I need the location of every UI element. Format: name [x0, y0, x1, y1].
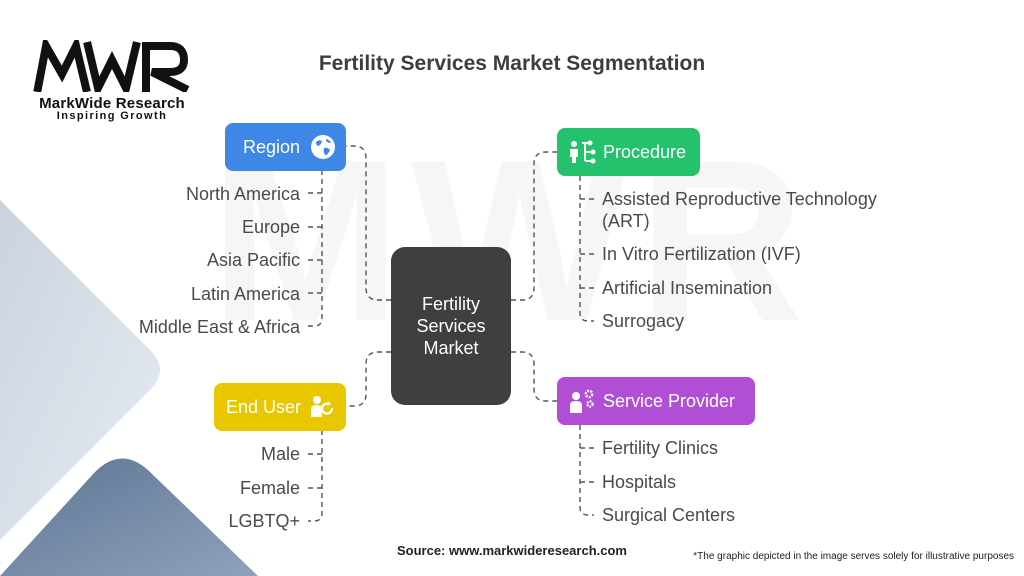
user-refresh-icon	[307, 392, 337, 422]
mwr-logo-mark	[33, 40, 190, 92]
end-user-item: Female	[239, 478, 300, 498]
diagram-title: Fertility Services Market Segmentation	[318, 52, 706, 75]
service-provider-item: Fertility Clinics	[602, 438, 719, 458]
procedure-item: Surrogacy	[602, 311, 685, 331]
service-provider-item: Surgical Centers	[602, 505, 736, 525]
procedure-item: In Vitro Fertilization (IVF)	[602, 244, 801, 264]
region-item: Middle East & Africa	[138, 317, 300, 337]
service-provider-item: Hospitals	[602, 472, 677, 492]
brand-logo: MarkWide Research Inspiring Growth	[32, 40, 192, 122]
branch-end-user-label: End User	[226, 396, 302, 417]
region-item: North America	[185, 184, 300, 204]
center-node: Fertility Services Market	[391, 247, 511, 405]
procedure-item: Artificial Insemination	[602, 278, 773, 298]
branch-region: Region	[225, 123, 346, 171]
bg-shape-light	[0, 200, 160, 540]
bg-shape-dark	[0, 458, 258, 576]
source-credit: Source: www.markwideresearch.com	[396, 543, 627, 558]
brand-tagline: Inspiring Growth	[56, 110, 168, 122]
end-user-item: Male	[260, 444, 300, 464]
illustrative-note: *The graphic depicted in the image serve…	[693, 551, 1014, 562]
brand-name: MarkWide Research	[39, 95, 185, 112]
branch-procedure-label: Procedure	[603, 141, 687, 162]
branch-service-provider: Service Provider	[557, 377, 755, 425]
procedure-item: Assisted Reproductive Technology (ART)	[602, 189, 877, 231]
branch-service-provider-label: Service Provider	[603, 390, 736, 411]
user-gears-icon	[567, 386, 597, 416]
branch-end-user: End User	[214, 383, 346, 431]
region-item: Latin America	[190, 284, 300, 304]
branch-region-label: Region	[243, 136, 301, 157]
region-item: Asia Pacific	[206, 250, 300, 270]
end-user-item: LGBTQ+	[228, 511, 300, 531]
branch-procedure: Procedure	[557, 128, 700, 176]
globe-icon	[308, 132, 338, 162]
region-item: Europe	[241, 217, 300, 237]
flowchart-person-icon	[567, 137, 597, 167]
